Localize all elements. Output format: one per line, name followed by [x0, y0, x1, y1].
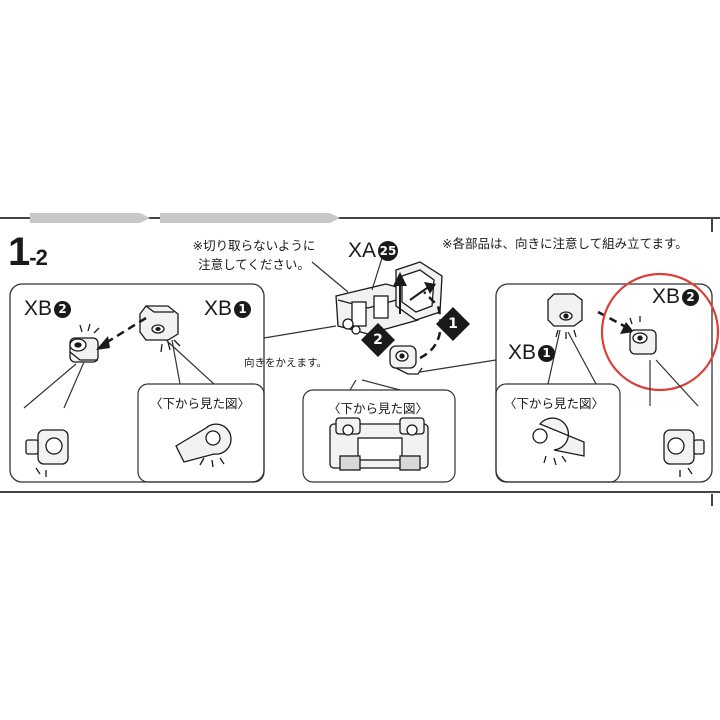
- step1-dashed-path: [419, 291, 442, 360]
- right-xb1-part: [547, 293, 583, 339]
- frame-chevrons: [30, 213, 340, 223]
- xa-assembly: [335, 261, 443, 335]
- left-leader-2: [23, 363, 77, 409]
- cut-caution-note: ※切り取らないように 注意してください。: [176, 236, 332, 274]
- center-to-right-line: [419, 359, 497, 373]
- right-xb1-badge: 1: [538, 345, 556, 362]
- right-leader-2: [567, 331, 597, 385]
- left-xb2-badge: 2: [54, 301, 72, 318]
- right-view-subpanel: [495, 383, 621, 483]
- cut-caution-line2: 注意してください。: [198, 257, 310, 272]
- highlight-circle: [600, 272, 720, 392]
- right-xb2-part: [629, 316, 657, 355]
- right-view-label: 〈下から見た図〉: [504, 396, 605, 411]
- left-leader-1: [63, 361, 85, 409]
- right-leader-4: [655, 359, 699, 407]
- step-marker-2: 2: [361, 323, 395, 357]
- cut-caution-line1: ※切り取らないように: [192, 238, 316, 253]
- step-sub-number: -2: [29, 245, 48, 270]
- center-view-label: 〈下から見た図〉: [328, 401, 429, 416]
- center-view-panel: [302, 389, 456, 483]
- right-assembly-arrow: [597, 310, 629, 330]
- left-assembly-arrow: [103, 316, 147, 346]
- right-xb2-badge: 2: [682, 289, 700, 306]
- left-ring-view: [175, 423, 232, 468]
- left-xb2-part: [69, 323, 100, 363]
- left-xb1-badge: 1: [234, 301, 252, 318]
- xa-arrow-head: [393, 272, 407, 286]
- center-bottom-view: [329, 417, 429, 471]
- xa-number-badge: 25: [378, 241, 399, 261]
- center-leader-1: [349, 379, 357, 391]
- xa-leader: [371, 257, 383, 291]
- right-small-view: [663, 429, 705, 477]
- left-view-subpanel: [137, 383, 265, 483]
- right-arrow-head: [620, 322, 634, 334]
- turn-direction-label: 向きをかえます。: [244, 357, 327, 369]
- left-view-label: 〈下から見た図〉: [150, 396, 251, 411]
- note-leader: [311, 261, 349, 293]
- center-leader-2: [361, 379, 401, 391]
- center-to-left-line: [263, 325, 337, 339]
- left-arrow-head: [96, 336, 110, 350]
- step-number: 1-2: [8, 230, 48, 274]
- left-xb1-part: [139, 305, 181, 353]
- left-small-view: [25, 429, 69, 477]
- right-ring-view: [532, 417, 585, 466]
- xa-rotate-head: [424, 282, 436, 294]
- step-marker-1: 1: [436, 307, 470, 341]
- center-small-part: [389, 345, 423, 375]
- left-panel: [9, 283, 265, 483]
- left-leader-4: [165, 339, 215, 385]
- orientation-caution-note: ※各部品は、向きに注意して組み立てます。: [442, 236, 688, 251]
